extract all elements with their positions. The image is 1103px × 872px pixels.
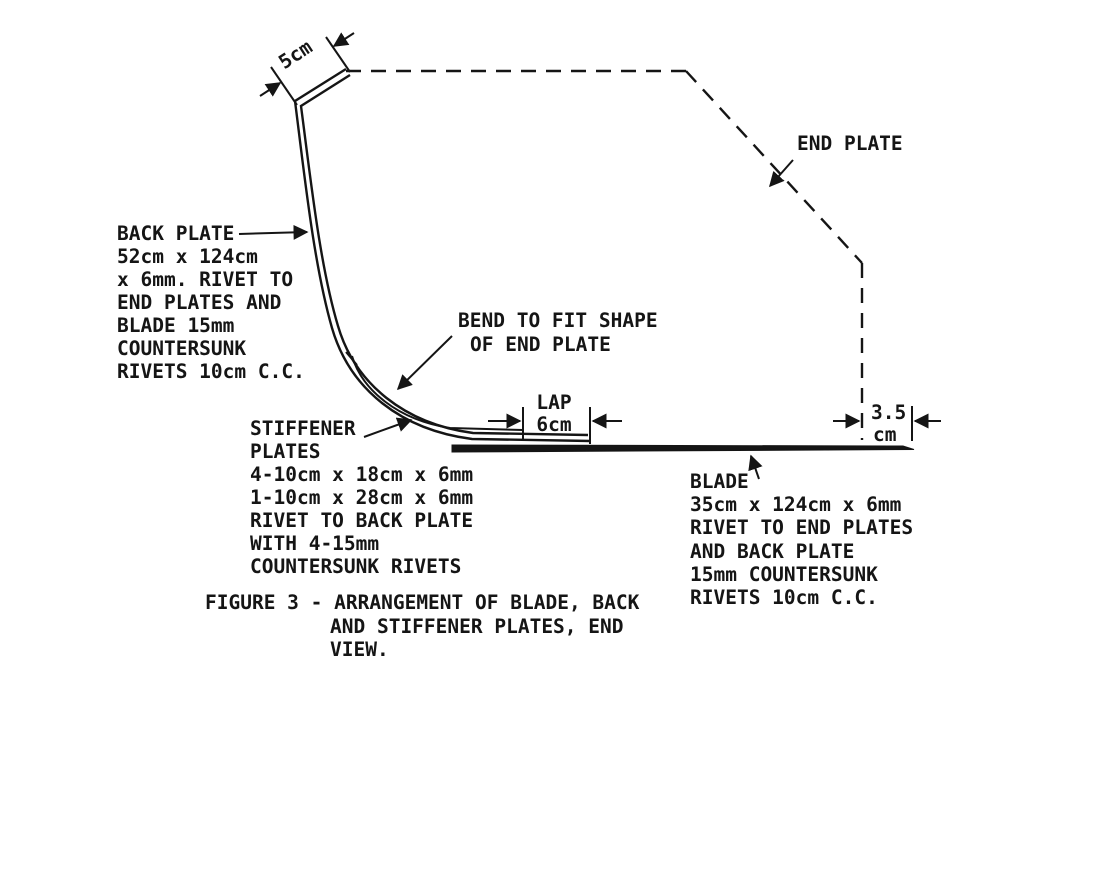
back-plate-label-line: COUNTERSUNK <box>117 337 246 360</box>
dim-tip-unit: cm <box>873 423 896 446</box>
blade-label-line: AND BACK PLATE <box>690 540 854 563</box>
back-plate-leader <box>238 224 309 240</box>
back-plate-label-line: BLADE 15mm <box>117 314 234 337</box>
stiffener-label-line: COUNTERSUNK RIVETS <box>250 555 461 578</box>
figure-caption-line: VIEW. <box>330 638 389 661</box>
end-plate-leader <box>769 159 794 188</box>
stiffener-label-line: 4-10cm x 18cm x 6mm <box>250 463 473 486</box>
dim-5cm-tick-lower <box>270 66 298 106</box>
dimension-3-5cm: 3.5 cm <box>833 401 941 446</box>
end-plate-label: END PLATE <box>797 132 903 155</box>
stiffener-end-tick <box>345 351 358 366</box>
stiffener-label-line: STIFFENER <box>250 417 356 440</box>
dim-lap-word: LAP <box>536 391 571 414</box>
stiffener-label-line: PLATES <box>250 440 320 463</box>
bend-label-line: BEND TO FIT SHAPE <box>458 309 658 332</box>
blade-shape <box>451 444 915 453</box>
dim-5cm-arrow-lower <box>259 82 282 97</box>
end-plate-diagonal-edge <box>685 70 863 264</box>
stiffener-label-line: WITH 4-15mm <box>250 532 379 555</box>
dimension-lap: LAP 6cm <box>488 391 622 444</box>
plate-curves <box>293 67 592 443</box>
back-plate-label-line: BACK PLATE <box>117 222 234 245</box>
back-plate-outer-line <box>293 67 592 443</box>
blade-label-line: BLADE <box>690 470 749 493</box>
back-plate-label-line: END PLATES AND <box>117 291 281 314</box>
dim-tip-value: 3.5 <box>871 401 906 424</box>
blade-label-line: RIVETS 10cm C.C. <box>690 586 878 609</box>
dim-5cm-tick-upper <box>325 36 351 73</box>
blade-profile <box>451 444 915 453</box>
stiffener-label-line: RIVET TO BACK PLATE <box>250 509 473 532</box>
back-plate-label-line: 52cm x 124cm <box>117 245 258 268</box>
leader-arrows <box>238 159 794 480</box>
back-plate-label-line: RIVETS 10cm C.C. <box>117 360 305 383</box>
figure-caption-line: FIGURE 3 - ARRANGEMENT OF BLADE, BACK <box>205 591 640 614</box>
stiffener-label-line: 1-10cm x 28cm x 6mm <box>250 486 473 509</box>
dim-5cm-arrow-upper <box>332 32 355 47</box>
blade-label-line: 35cm x 124cm x 6mm <box>690 493 901 516</box>
back-plate-label-line: x 6mm. RIVET TO <box>117 268 293 291</box>
blade-label-line: 15mm COUNTERSUNK <box>690 563 878 586</box>
blade-leader <box>748 454 763 480</box>
dim-lap-value: 6cm <box>536 413 571 436</box>
bend-leader <box>396 335 453 391</box>
dim-5cm-label: 5cm <box>274 35 316 73</box>
stiffener-plate-line <box>351 355 524 431</box>
end-plate-outline <box>346 69 864 440</box>
bend-label-line: OF END PLATE <box>470 333 611 356</box>
labels: END PLATE BACK PLATE 52cm x 124cm x 6mm.… <box>117 132 913 661</box>
blade-label-line: RIVET TO END PLATES <box>690 516 913 539</box>
figure-caption-line: AND STIFFENER PLATES, END <box>330 615 624 638</box>
stiffener-leader <box>363 417 413 438</box>
back-plate-inner-line <box>299 73 589 437</box>
